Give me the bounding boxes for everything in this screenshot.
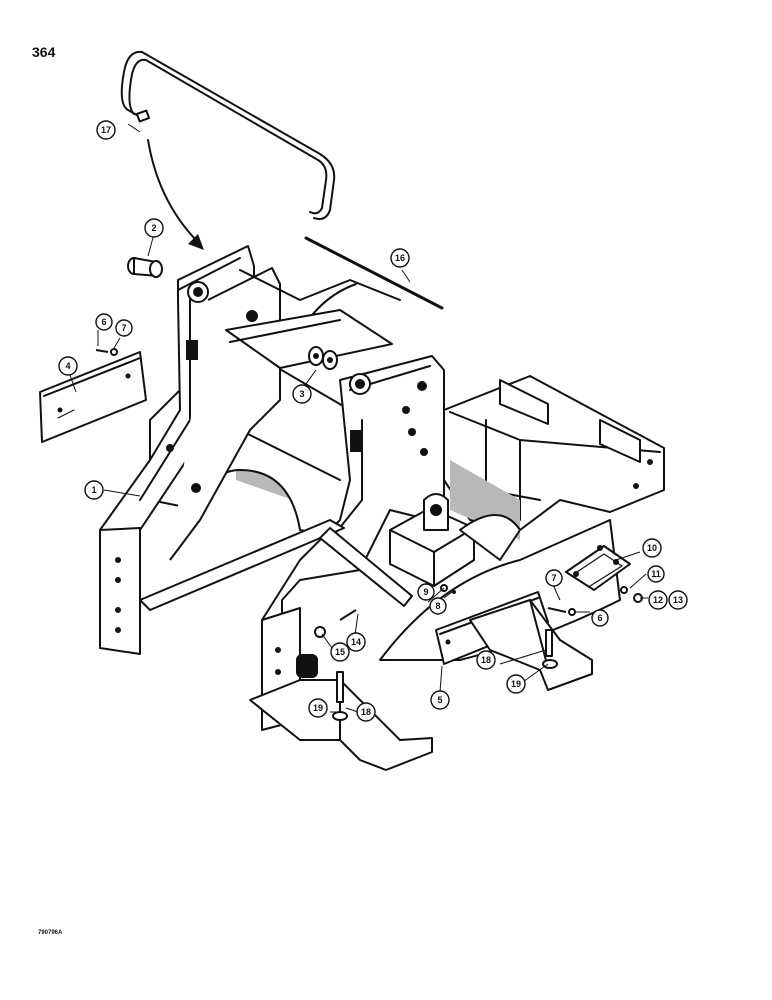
svg-text:19: 19 bbox=[313, 703, 323, 713]
callout-15: 15 bbox=[330, 642, 350, 662]
callout-16: 16 bbox=[390, 248, 410, 268]
svg-text:1: 1 bbox=[91, 485, 96, 495]
callout-7b: 7 bbox=[545, 569, 563, 587]
callout-6a: 6 bbox=[95, 313, 113, 331]
callout-2: 2 bbox=[144, 218, 164, 238]
side-plate-left-part bbox=[39, 351, 147, 443]
bushing-pair-part bbox=[308, 346, 338, 370]
svg-text:5: 5 bbox=[437, 695, 442, 705]
callout-18b: 18 bbox=[476, 650, 496, 670]
svg-text:16: 16 bbox=[395, 253, 405, 263]
pillow-block-mount bbox=[389, 493, 521, 587]
callout-9: 9 bbox=[417, 583, 435, 601]
main-frame-part bbox=[99, 245, 445, 731]
svg-text:4: 4 bbox=[65, 361, 70, 371]
svg-text:11: 11 bbox=[651, 569, 661, 579]
callout-7a: 7 bbox=[115, 319, 133, 337]
svg-text:12: 12 bbox=[653, 595, 663, 605]
callout-6b: 6 bbox=[591, 609, 609, 627]
callout-14: 14 bbox=[346, 632, 366, 652]
callout-11: 11 bbox=[647, 565, 665, 583]
figure-code: 790796A bbox=[38, 930, 63, 936]
svg-text:13: 13 bbox=[673, 595, 683, 605]
rod-part bbox=[304, 236, 444, 310]
svg-text:7: 7 bbox=[551, 573, 556, 583]
callout-leaders bbox=[69, 123, 648, 713]
svg-text:17: 17 bbox=[101, 125, 111, 135]
handle-bar-part bbox=[120, 50, 336, 220]
svg-text:8: 8 bbox=[435, 601, 440, 611]
callout-12-13: 12 13 bbox=[648, 590, 688, 610]
page-number: 364 bbox=[32, 44, 56, 60]
callout-4: 4 bbox=[58, 356, 78, 376]
svg-text:19: 19 bbox=[511, 679, 521, 689]
mount-plate-part bbox=[565, 545, 631, 591]
bushing-part bbox=[127, 257, 163, 278]
callout-18a: 18 bbox=[356, 702, 376, 722]
callout-5: 5 bbox=[430, 690, 450, 710]
svg-text:2: 2 bbox=[151, 223, 156, 233]
svg-text:6: 6 bbox=[101, 317, 106, 327]
svg-text:18: 18 bbox=[361, 707, 371, 717]
arrow-handle-to-frame bbox=[147, 139, 204, 250]
callout-8: 8 bbox=[429, 597, 447, 615]
callout-19b: 19 bbox=[506, 674, 526, 694]
svg-text:10: 10 bbox=[647, 543, 657, 553]
callout-10: 10 bbox=[642, 538, 662, 558]
svg-text:15: 15 bbox=[335, 647, 345, 657]
right-foot-assembly bbox=[469, 599, 593, 691]
svg-text:6: 6 bbox=[597, 613, 602, 623]
callout-1: 1 bbox=[84, 480, 104, 500]
svg-text:18: 18 bbox=[481, 655, 491, 665]
svg-text:3: 3 bbox=[299, 389, 304, 399]
callout-19a: 19 bbox=[308, 698, 328, 718]
svg-text:9: 9 bbox=[423, 587, 428, 597]
callout-17: 17 bbox=[96, 120, 116, 140]
left-foot-assembly bbox=[249, 671, 433, 771]
svg-text:14: 14 bbox=[351, 637, 361, 647]
callout-3: 3 bbox=[292, 384, 312, 404]
svg-text:7: 7 bbox=[121, 323, 126, 333]
